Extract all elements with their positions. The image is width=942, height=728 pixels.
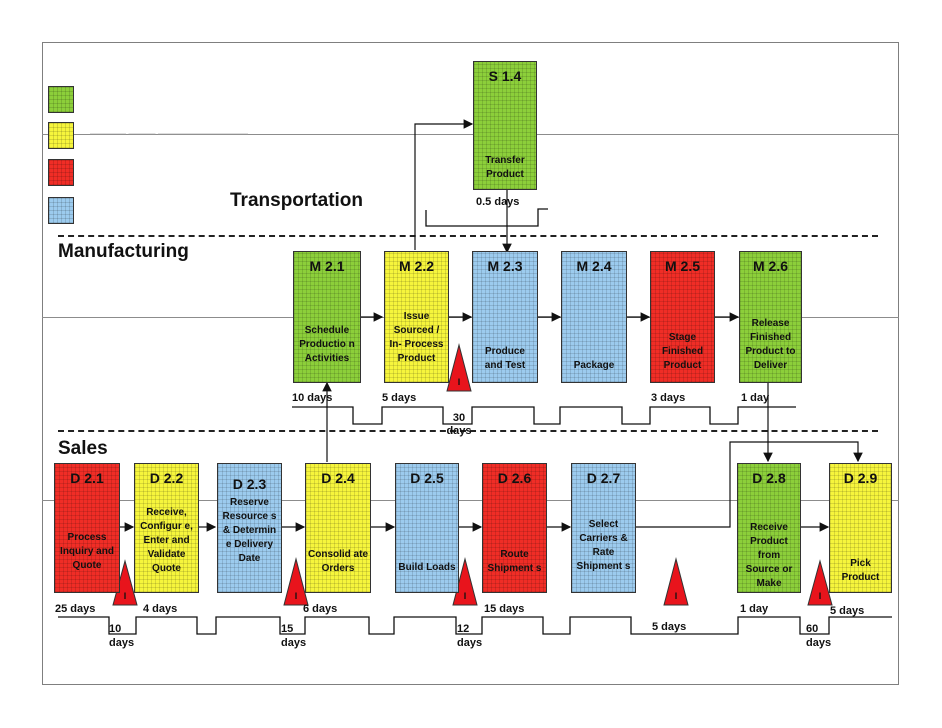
process-box-d2-1[interactable]: D 2.1 Process Inquiry and Quote [54, 463, 120, 593]
process-label: Select Carriers & Rate Shipment s [576, 519, 631, 572]
process-label: Transfer Product [485, 155, 525, 180]
process-code: M 2.6 [752, 258, 788, 274]
section-title-sales: Sales [58, 438, 108, 459]
sales-divider [58, 430, 878, 432]
process-box-m2-3[interactable]: M 2.3 Produce and Test [472, 251, 538, 383]
legend-swatch-blue [48, 197, 74, 224]
process-code: D 2.4 [321, 470, 355, 486]
process-label: Produce and Test [484, 346, 526, 371]
process-label: Package [573, 360, 615, 371]
inventory-marker-label: I [295, 591, 298, 601]
process-label: Release Finished Product to Deliver [745, 318, 796, 371]
legend-swatch-red [48, 159, 74, 186]
process-label: Process Inquiry and Quote [60, 532, 114, 571]
process-time: 15 days [484, 603, 525, 615]
process-box-m2-4[interactable]: M 2.4 Package [561, 251, 627, 383]
process-time: 1 day [741, 392, 770, 404]
process-code: D 2.2 [149, 470, 184, 486]
wait-time: 5 days [652, 621, 687, 633]
process-time: 10 days [292, 392, 333, 404]
grid-line [42, 134, 899, 135]
process-time: 5 days [382, 392, 417, 404]
process-code: M 2.5 [664, 258, 700, 274]
process-time: 4 days [143, 603, 178, 615]
process-code: D 2.8 [752, 470, 786, 486]
process-code: D 2.6 [497, 470, 532, 486]
process-box-s1-4[interactable]: S 1.4 Transfer Product [473, 61, 537, 190]
inventory-marker-label: I [464, 591, 467, 601]
process-code: S 1.4 [488, 68, 522, 84]
inventory-marker-label: I [458, 377, 461, 387]
process-code: M 2.2 [398, 258, 434, 274]
process-label: Receive, Configur e, Enter and Validate … [140, 507, 193, 574]
process-box-d2-2[interactable]: D 2.2 Receive, Configur e, Enter and Val… [134, 463, 199, 593]
process-code: D 2.5 [410, 470, 444, 486]
diagram-frame [42, 42, 899, 685]
process-label: Receive Product from Source or Make [745, 522, 793, 589]
legend-swatch-green [48, 86, 74, 113]
process-label: Route Shipment s [487, 549, 542, 574]
inventory-marker-label: I [675, 591, 678, 601]
grid-line [42, 500, 899, 501]
wait-time: 15 days [281, 623, 307, 649]
inventory-triangle: I [446, 343, 472, 392]
section-title-transportation: Transportation [230, 190, 364, 211]
process-code: M 2.4 [576, 258, 612, 274]
process-box-m2-6[interactable]: M 2.6 Release Finished Product to Delive… [739, 251, 802, 383]
wait-time: 10 days [109, 623, 135, 649]
process-box-d2-7[interactable]: D 2.7 Select Carriers & Rate Shipment s [571, 463, 636, 593]
process-box-d2-4[interactable]: D 2.4 Consolid ate Orders [305, 463, 371, 593]
process-box-m2-1[interactable]: M 2.1 Schedule Productio n Activities [293, 251, 361, 383]
process-box-d2-3[interactable]: D 2.3 Reserve Resource s & Determin e De… [217, 463, 282, 593]
process-time: 0.5 days [476, 196, 520, 208]
wait-time: 12 days [457, 623, 483, 649]
process-box-m2-5[interactable]: M 2.5 Stage Finished Product [650, 251, 715, 383]
legend-label: ———— ——— —————————— [90, 128, 249, 138]
process-code: D 2.9 [843, 470, 878, 486]
process-box-d2-5[interactable]: D 2.5 Build Loads [395, 463, 459, 593]
wait-time: 60 days [806, 623, 832, 649]
process-code: M 2.3 [487, 258, 523, 274]
legend-swatch-yellow [48, 122, 74, 149]
process-label: Reserve Resource s & Determin e Delivery… [222, 497, 277, 564]
process-time: 1 day [740, 603, 769, 615]
process-label: Issue Sourced / In- Process Product [389, 311, 444, 364]
inventory-marker-label: I [819, 591, 822, 601]
process-code: M 2.1 [309, 258, 345, 274]
inventory-triangle: I [452, 557, 478, 606]
process-label: Consolid ate Orders [308, 549, 369, 574]
process-code: D 2.3 [232, 476, 267, 492]
inventory-marker-label: I [124, 591, 127, 601]
process-time: 6 days [303, 603, 338, 615]
process-code: D 2.7 [586, 470, 621, 486]
process-box-m2-2[interactable]: M 2.2 Issue Sourced / In- Process Produc… [384, 251, 449, 383]
manufacturing-divider [58, 235, 878, 237]
process-time: 3 days [651, 392, 686, 404]
process-time: 5 days [830, 605, 865, 617]
inventory-triangle: I [663, 557, 689, 606]
process-label: Schedule Productio n Activities [299, 325, 355, 364]
process-label: Stage Finished Product [661, 332, 704, 371]
inventory-triangle: I [283, 557, 309, 606]
process-code: D 2.1 [70, 470, 104, 486]
process-box-d2-6[interactable]: D 2.6 Route Shipment s [482, 463, 547, 593]
process-label: Pick Product [841, 558, 880, 583]
inventory-triangle: I [807, 559, 833, 606]
process-box-d2-9[interactable]: D 2.9 Pick Product [829, 463, 892, 593]
process-box-d2-8[interactable]: D 2.8 Receive Product from Source or Mak… [737, 463, 801, 593]
process-label: Build Loads [398, 562, 456, 573]
section-title-manufacturing: Manufacturing [58, 241, 189, 262]
wait-time: 30 days [446, 412, 472, 437]
process-time: 25 days [55, 603, 96, 615]
